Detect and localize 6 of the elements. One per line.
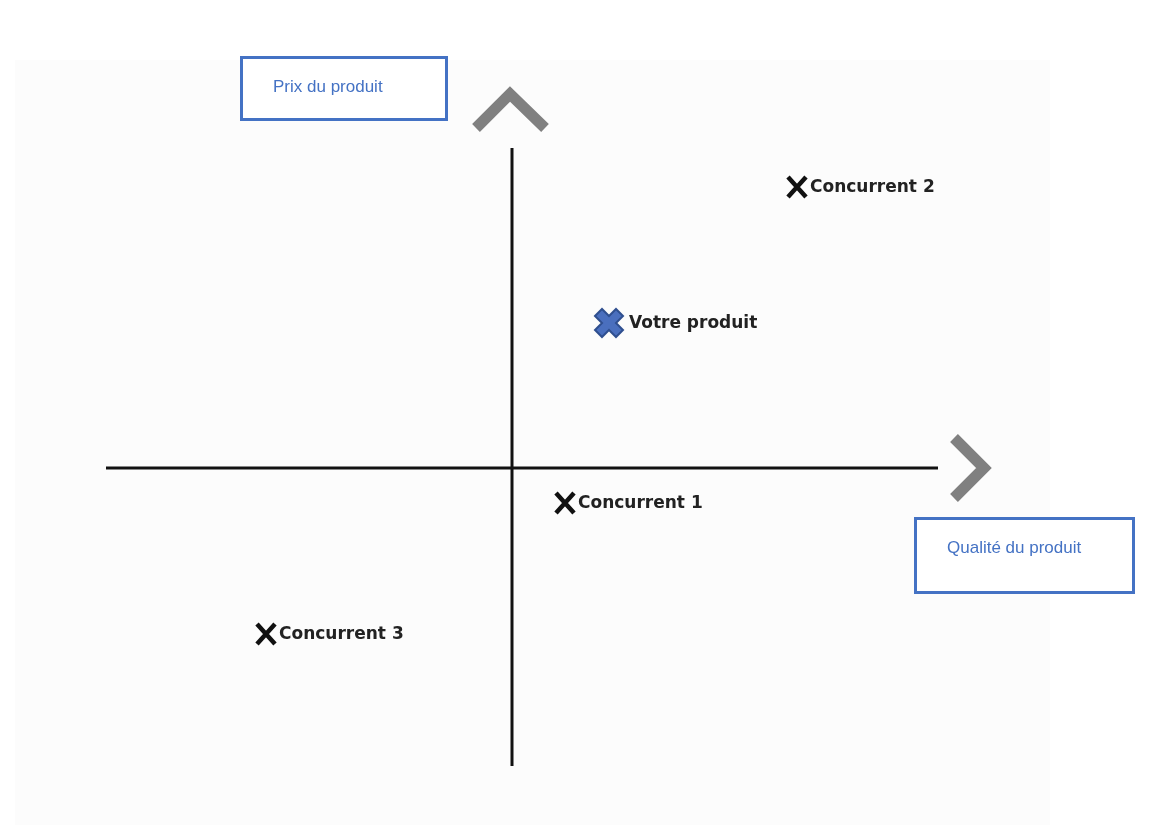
axis-label-box: Qualité du produit	[914, 517, 1135, 594]
point-label: Concurrent 1	[578, 492, 703, 512]
point-label: Concurrent 2	[810, 176, 935, 196]
point-label: Votre produit	[629, 312, 758, 332]
axis-label-box: Prix du produit	[240, 56, 448, 121]
point-label: Concurrent 3	[279, 623, 404, 643]
